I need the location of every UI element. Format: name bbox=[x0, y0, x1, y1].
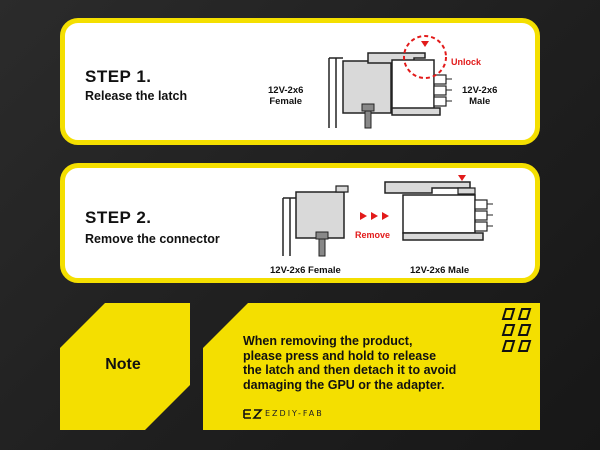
note-line: damaging the GPU or the adapter. bbox=[243, 377, 445, 392]
latch-arm bbox=[384, 181, 471, 194]
note-line: the latch and then detach it to avoid bbox=[243, 363, 457, 377]
male-connector-body bbox=[402, 194, 476, 234]
step2-title: STEP 2. bbox=[85, 208, 152, 227]
down-arrow-icon bbox=[458, 175, 466, 181]
step1-title: STEP 1. bbox=[85, 67, 152, 86]
step2-male-label: 12V-2x6 Male bbox=[410, 265, 470, 276]
step1-female-label: 12V-2x6 Female bbox=[268, 85, 304, 107]
remove-label: Remove bbox=[355, 230, 391, 240]
step1-connector-diagram bbox=[328, 35, 452, 129]
unlock-label: Unlock bbox=[451, 57, 482, 67]
down-arrow-icon bbox=[421, 41, 429, 47]
unlock-highlight bbox=[403, 35, 447, 79]
decorative-pattern-icon bbox=[501, 308, 532, 352]
note-panel bbox=[203, 303, 540, 430]
female-connector-body bbox=[295, 191, 345, 239]
step1-card: STEP 1. Release the latch 12V-2x6 Female… bbox=[60, 18, 540, 145]
note-line: please press and hold to release bbox=[243, 348, 437, 363]
note-line: When removing the product, bbox=[243, 334, 413, 348]
step2-subtitle: Remove the connector bbox=[85, 232, 220, 246]
arrow-right-icon bbox=[371, 212, 378, 220]
note-text: When removing the product, please press … bbox=[243, 334, 483, 392]
female-pin bbox=[318, 238, 326, 257]
step2-connector-diagram bbox=[282, 175, 493, 257]
step1-male-label: 12V-2x6 Male bbox=[462, 85, 498, 107]
female-pin bbox=[364, 110, 372, 129]
ez-logo-icon bbox=[243, 409, 263, 419]
note-label: Note bbox=[105, 356, 141, 373]
arrow-right-icon bbox=[360, 212, 367, 220]
arrow-right-icon bbox=[382, 212, 389, 220]
step1-subtitle: Release the latch bbox=[85, 89, 188, 103]
step2-female-label: 12V-2x6 Female bbox=[270, 265, 341, 276]
brand-name: EZDIY-FAB bbox=[265, 409, 324, 418]
